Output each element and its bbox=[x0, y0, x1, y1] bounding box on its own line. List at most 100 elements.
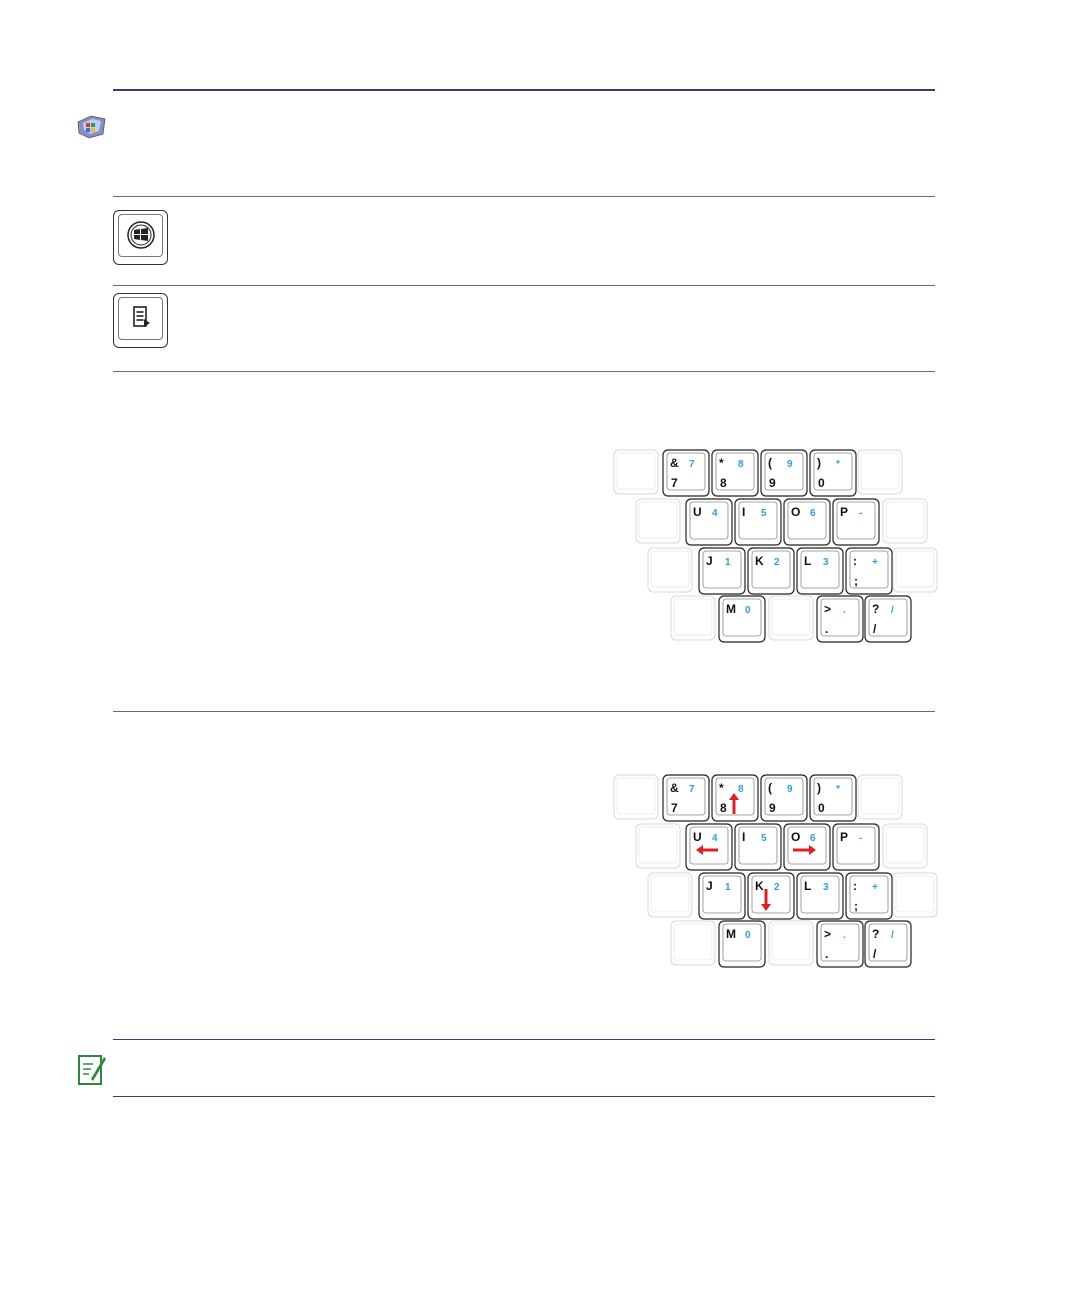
key-legend-top: O bbox=[791, 830, 800, 844]
windows-logo-key-icon bbox=[113, 210, 168, 265]
key-legend-top: M bbox=[726, 602, 736, 616]
key-:: :; + bbox=[845, 872, 893, 920]
key-legend-top: K bbox=[755, 554, 764, 568]
arrow-up bbox=[729, 793, 739, 814]
key-legend-numpad: 4 bbox=[712, 833, 718, 844]
key-9: (99 bbox=[760, 449, 808, 497]
key-legend-numpad: + bbox=[872, 882, 878, 893]
key-legend-top: ? bbox=[872, 602, 879, 616]
key-legend-numpad: + bbox=[872, 557, 878, 568]
key-legend-numpad: 0 bbox=[745, 930, 751, 941]
key-legend-top: : bbox=[853, 879, 857, 893]
key-legend-bottom: 8 bbox=[720, 801, 727, 815]
key-0: )0* bbox=[809, 449, 857, 497]
key-legend-numpad: * bbox=[836, 784, 840, 795]
ghost-key bbox=[670, 595, 716, 641]
table-row-rule bbox=[113, 285, 935, 286]
key-legend-bottom: . bbox=[825, 622, 828, 636]
ghost-key bbox=[635, 498, 681, 544]
key-legend-top: & bbox=[670, 781, 679, 795]
key-legend-numpad: 5 bbox=[761, 508, 767, 519]
key-legend-top: I bbox=[742, 505, 745, 519]
key-legend-numpad: . bbox=[843, 605, 846, 616]
key-legend-numpad: 7 bbox=[689, 784, 695, 795]
key-legend-bottom: . bbox=[825, 947, 828, 961]
key-legend-numpad: 9 bbox=[787, 784, 793, 795]
key-legend-bottom: 0 bbox=[818, 801, 825, 815]
key-legend-numpad: 1 bbox=[725, 557, 731, 568]
ghost-key bbox=[892, 872, 938, 918]
key-legend-bottom: 0 bbox=[818, 476, 825, 490]
key-legend-numpad: 2 bbox=[774, 882, 780, 893]
key-legend-numpad: 8 bbox=[738, 784, 744, 795]
key-legend-numpad: . bbox=[843, 930, 846, 941]
context-menu-key-icon bbox=[113, 293, 168, 348]
note-top-rule bbox=[113, 1039, 935, 1040]
key-legend-bottom: 7 bbox=[671, 801, 678, 815]
table-bottom-rule bbox=[113, 371, 935, 372]
key-legend-bottom: 8 bbox=[720, 476, 727, 490]
ghost-key bbox=[857, 449, 903, 495]
key-7: &77 bbox=[662, 449, 710, 497]
key-slash: ?// bbox=[864, 595, 912, 643]
windows-laptop-icon bbox=[75, 112, 109, 140]
ghost-key bbox=[647, 547, 693, 593]
key-legend-numpad: - bbox=[859, 833, 862, 844]
key-legend-bottom: 7 bbox=[671, 476, 678, 490]
key-legend-bottom: ; bbox=[854, 574, 858, 588]
key-legend-bottom: 9 bbox=[769, 476, 776, 490]
key-legend-numpad: 2 bbox=[774, 557, 780, 568]
key-legend-top: ) bbox=[817, 781, 821, 795]
key-legend-top: O bbox=[791, 505, 800, 519]
arrow-down bbox=[761, 889, 771, 911]
ghost-key bbox=[768, 595, 814, 641]
key-legend-numpad: 6 bbox=[810, 833, 816, 844]
key-8: * 88 bbox=[711, 449, 759, 497]
note-pencil-icon bbox=[77, 1053, 107, 1087]
ghost-key bbox=[857, 774, 903, 820]
key-legend-top: * bbox=[719, 781, 724, 795]
key-legend-top: & bbox=[670, 456, 679, 470]
key-legend-numpad: / bbox=[891, 930, 894, 941]
key-legend-top: ( bbox=[768, 781, 772, 795]
key-legend-top: L bbox=[804, 879, 811, 893]
key-legend-top: ( bbox=[768, 456, 772, 470]
key-legend-top: P bbox=[840, 505, 848, 519]
key-legend-top: K bbox=[755, 879, 764, 893]
key-legend-top: > bbox=[824, 927, 831, 941]
key-legend-numpad: 3 bbox=[823, 882, 829, 893]
key-legend-numpad: 4 bbox=[712, 508, 718, 519]
key-legend-top: M bbox=[726, 927, 736, 941]
key-legend-numpad: 9 bbox=[787, 459, 793, 470]
key-legend-numpad: 7 bbox=[689, 459, 695, 470]
key-legend-top: P bbox=[840, 830, 848, 844]
key-legend-top: U bbox=[693, 505, 702, 519]
key-legend-bottom: ; bbox=[854, 899, 858, 913]
ghost-key bbox=[613, 449, 659, 495]
key-P: P- bbox=[832, 498, 880, 546]
key-P: P- bbox=[832, 823, 880, 871]
arrow-left bbox=[696, 845, 718, 855]
key-legend-top: * bbox=[719, 456, 724, 470]
key-legend-top: ? bbox=[872, 927, 879, 941]
key-0: ) 0 * bbox=[809, 774, 857, 822]
key-legend-top: I bbox=[742, 830, 745, 844]
key-legend-numpad: 8 bbox=[738, 459, 744, 470]
key-legend-bottom: / bbox=[873, 947, 877, 961]
key-legend-numpad: 1 bbox=[725, 882, 731, 893]
key-:: :;+ bbox=[845, 547, 893, 595]
